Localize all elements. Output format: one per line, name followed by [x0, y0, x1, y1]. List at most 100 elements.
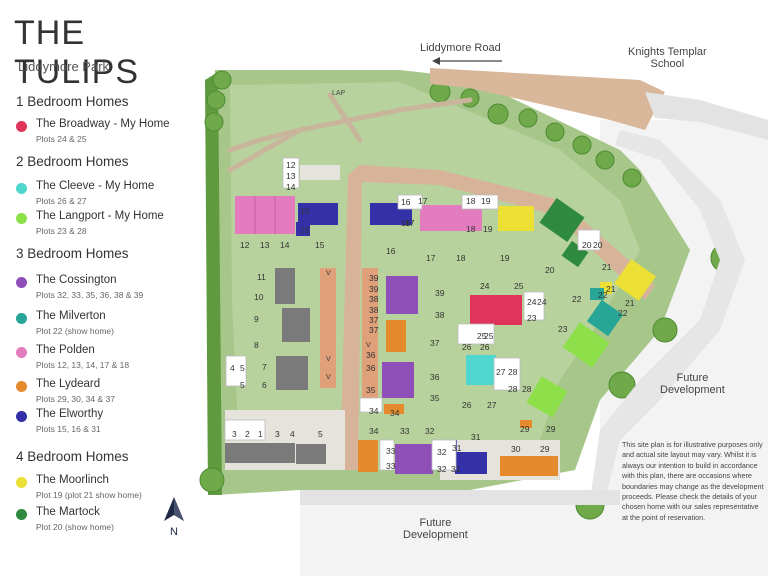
legend-color-swatch: [16, 121, 27, 132]
plot-number-22: 22: [618, 308, 628, 318]
plot-number-5: 5: [240, 380, 245, 390]
road-direction-arrow-icon: [432, 57, 502, 65]
plot-number-12: 12: [286, 160, 296, 170]
plot-number-34: 34: [369, 406, 379, 416]
footpaths: [227, 92, 473, 173]
plot-number-1: 1: [258, 429, 263, 439]
legend-panel: THE TULIPS Liddymore Park 1 Bedroom Home…: [0, 0, 210, 576]
plot-15-house: [298, 203, 338, 225]
legend-item-name: The Cleeve - My Home: [36, 180, 155, 192]
plot-number-21: 21: [606, 284, 616, 294]
plot-number-37: 37: [430, 338, 440, 348]
legend-item-plots: Plots 23 & 28: [36, 226, 87, 236]
plot-number-20: 20: [593, 240, 603, 250]
school-label: Knights Templar School: [628, 46, 707, 70]
plot-number-38: 38: [369, 305, 379, 315]
plot-number-15: 15: [300, 206, 310, 216]
plot-37-house: [386, 320, 406, 352]
plot-number-20: 20: [582, 240, 592, 250]
plot-number-8: 8: [254, 340, 259, 350]
plot-number-13: 13: [286, 171, 296, 181]
plot-number-24: 24: [537, 297, 547, 307]
plot-number-31: 31: [451, 464, 461, 474]
plot-number-34: 34: [369, 426, 379, 436]
estate-road-bottom: [300, 490, 620, 505]
plot-number-14: 14: [280, 240, 290, 250]
plot-number-36: 36: [366, 363, 376, 373]
plot-number-17: 17: [426, 253, 436, 263]
plot-number-5: 5: [240, 363, 245, 373]
legend-item-plots: Plots 26 & 27: [36, 196, 87, 206]
legend-color-swatch: [16, 313, 27, 324]
legend-group-heading: 4 Bedroom Homes: [16, 449, 129, 464]
plot-number-28: 28: [508, 367, 518, 377]
plot-number-28: 28: [508, 384, 518, 394]
plot-number-21: 21: [602, 262, 612, 272]
plot-number-23: 23: [527, 313, 537, 323]
plot-number-19: 19: [483, 224, 493, 234]
plot-number-35: 35: [430, 393, 440, 403]
future-development-bottom-label: Future Development: [403, 517, 468, 541]
legend-group-heading: 3 Bedroom Homes: [16, 246, 129, 261]
plot-number-19: 19: [500, 253, 510, 263]
plot-number-11: 11: [257, 272, 266, 282]
legend-item-name: The Martock: [36, 506, 100, 518]
plot-number-37: 37: [369, 315, 379, 325]
plot-number-16: 16: [401, 197, 411, 207]
plot-number-14: 14: [286, 182, 296, 192]
plot-number-35: 35: [366, 385, 376, 395]
disclaimer-text: This site plan is for illustrative purpo…: [622, 440, 764, 522]
legend-color-swatch: [16, 213, 27, 224]
plot-number-34: 34: [390, 408, 400, 418]
plot-number-29: 29: [540, 444, 550, 454]
plot-28-house: [526, 376, 568, 418]
plot-number-39: 39: [435, 288, 445, 298]
plot-group-polden-west: [235, 196, 295, 234]
plot-21-house: [614, 259, 656, 301]
plot-v-label: V: [326, 374, 331, 381]
plot-number-25: 25: [477, 331, 487, 341]
plot-number-37: 37: [369, 325, 379, 335]
plot-23-house: [562, 322, 610, 368]
legend-color-swatch: [16, 183, 27, 194]
legend-item-name: The Milverton: [36, 310, 106, 322]
plot-number-39: 39: [369, 273, 379, 283]
plot-number-2: 2: [245, 429, 250, 439]
plot-31-house: [455, 452, 487, 474]
plot-v-label: V: [326, 356, 331, 363]
legend-color-swatch: [16, 347, 27, 358]
legend-item-plots: Plots 29, 30, 34 & 37: [36, 394, 115, 404]
legend-color-swatch: [16, 411, 27, 422]
plot-20-house: [539, 197, 585, 243]
plot-32-33-house: [395, 444, 433, 474]
plot-number-26: 26: [462, 400, 472, 410]
road-curve: [590, 130, 745, 500]
legend-item-name: The Langport - My Home: [36, 210, 164, 222]
plot-number-36: 36: [366, 350, 376, 360]
plot-number-15: 15: [315, 240, 325, 250]
legend-item-name: The Polden: [36, 344, 95, 356]
plot-number-5: 5: [318, 429, 323, 439]
plot-number-22: 22: [572, 294, 582, 304]
legend-color-swatch: [16, 509, 27, 520]
plot-number-26: 26: [462, 342, 472, 352]
plot-number-3: 3: [275, 429, 280, 439]
plot-number-38: 38: [369, 294, 379, 304]
plot-number-39: 39: [369, 284, 379, 294]
plot-34-house: [358, 440, 378, 472]
lap-label: LAP: [332, 90, 346, 97]
road-sweep-right: [645, 92, 768, 140]
plot-number-26: 26: [480, 342, 490, 352]
legend-item-name: The Elworthy: [36, 408, 104, 420]
plot-number-10: 10: [254, 292, 264, 302]
plot-29-30-house: [500, 456, 558, 476]
plot-number-27: 27: [496, 367, 506, 377]
legend-item-plots: Plot 20 (show home): [36, 522, 114, 532]
plot-number-4: 4: [290, 429, 295, 439]
plot-26-27-house: [466, 355, 496, 385]
plot-number-33: 33: [400, 426, 410, 436]
plot-number-23: 23: [558, 324, 568, 334]
legend-item-plots: Plots 24 & 25: [36, 134, 87, 144]
plot-number-16: 16: [401, 218, 411, 228]
plot-number-12: 12: [240, 240, 250, 250]
